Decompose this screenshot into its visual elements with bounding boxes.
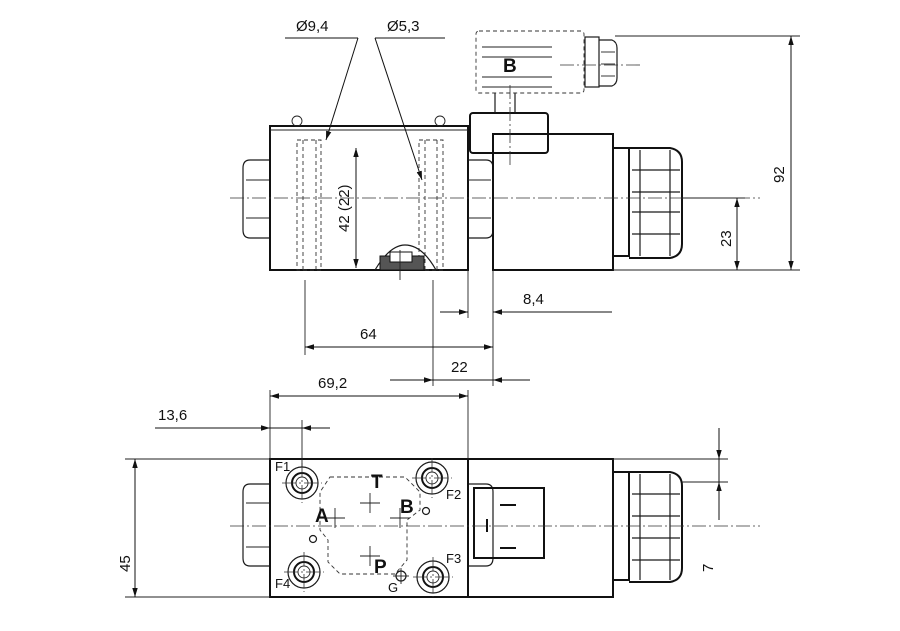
connector-port-b-label: B: [503, 56, 517, 77]
dim-length-13-6: 13,6: [158, 407, 187, 424]
top-solenoid-knob: [612, 471, 683, 583]
hole-f3-label: F3: [446, 551, 461, 566]
hole-f4-label: F4: [275, 576, 290, 591]
dim-length-69-2: 69,2: [318, 375, 347, 392]
hole-f2-label: F2: [446, 487, 461, 502]
hole-f4: [284, 552, 324, 592]
dim-length-64: 64: [360, 326, 377, 343]
top-view: A T B P G F1 F2 F3 F4: [230, 458, 760, 598]
dim-height-23: 23: [718, 230, 735, 247]
side-dimensions: Ø9,4 Ø5,3 42 (22) 92 23 8,4 64: [285, 18, 800, 386]
side-right-nut: [468, 159, 494, 239]
side-solenoid-knob: [612, 147, 683, 259]
top-connector: [473, 487, 545, 559]
side-solenoid-coil: [492, 133, 614, 271]
pin-right: [421, 506, 431, 516]
hole-f2: [412, 458, 452, 498]
side-connector-plug: [469, 30, 618, 154]
top-dimensions: 69,2 13,6 45 7: [117, 375, 728, 598]
side-port-bulge: [374, 244, 437, 280]
dim-length-22: 22: [451, 359, 468, 376]
dim-height-92: 92: [771, 166, 788, 183]
port-g-label: G: [388, 580, 398, 595]
hole-f1-label: F1: [275, 459, 290, 474]
dim-length-8-4: 8,4: [523, 291, 544, 308]
top-left-nut: [242, 483, 270, 567]
hole-f3: [413, 557, 453, 597]
top-solenoid-coil: [467, 458, 614, 598]
side-view: B: [230, 30, 760, 280]
top-right-nut: [468, 483, 494, 567]
pin-left: [308, 534, 318, 544]
dim-dia-9-4: Ø9,4: [296, 18, 329, 35]
dim-height-45: 45: [117, 555, 134, 572]
dim-height-42: 42 (22): [336, 184, 353, 232]
port-b-label: B: [400, 497, 414, 518]
side-left-nut: [242, 159, 270, 239]
port-t-label: T: [371, 472, 383, 493]
side-mounting-holes: [291, 115, 446, 271]
dim-height-7: 7: [700, 564, 717, 572]
dim-dia-5-3: Ø5,3: [387, 18, 420, 35]
port-a-label: A: [315, 506, 329, 527]
port-p-label: P: [374, 557, 387, 578]
